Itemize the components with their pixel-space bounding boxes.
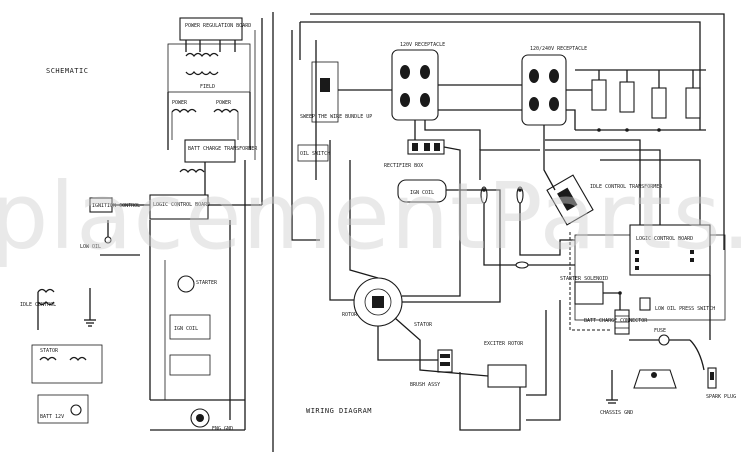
- schematic-label-low-oil: LOW OIL: [80, 244, 101, 250]
- low-oil-label: LOW OIL PRESS SWITCH: [655, 306, 715, 312]
- receptacle-a: [391, 49, 439, 121]
- starter-solenoid: [574, 281, 604, 305]
- rotor: [364, 288, 392, 316]
- output-rectifier: [487, 364, 527, 388]
- receptacle-b: [521, 54, 567, 126]
- ign-coil: [397, 179, 447, 203]
- schematic-label-batt: BATT 12V: [40, 414, 64, 420]
- fuse-label: FUSE: [654, 328, 666, 334]
- field-label: FIELD: [200, 84, 215, 90]
- stator-coil-1: [39, 356, 57, 362]
- batt-charge-label: BATT CHARGE CONNECTOR: [584, 318, 648, 324]
- rotor-label: ROTOR: [342, 312, 358, 318]
- brush-assy-label: BRUSH ASSY: [410, 382, 440, 388]
- main-switch: [311, 61, 339, 123]
- receptacle-a-label: 120V RECEPTACLE: [400, 42, 445, 48]
- breaker-1: [591, 79, 607, 111]
- stator-label: STATOR: [414, 322, 433, 328]
- idle-control-label: IDLE CONTROL TRANSFORMER: [590, 184, 663, 190]
- power-regulation-board-label: POWER REGULATION BOARD: [185, 23, 251, 29]
- stator-coil-2: [69, 356, 87, 362]
- schematic-label-ign-coil: IGN COIL: [174, 326, 198, 332]
- transformer-box: [184, 139, 236, 163]
- breaker-4: [685, 87, 701, 119]
- control-board-label: LOGIC CONTROL BOARD: [153, 202, 210, 208]
- battery-block: [37, 394, 89, 424]
- rotor-note: EXCITER ROTOR: [484, 341, 524, 347]
- breaker-2: [619, 81, 635, 113]
- schematic-label-idle: IDLE CONTROL: [20, 302, 56, 308]
- power-coil-1: [171, 108, 197, 114]
- breaker-3: [651, 87, 667, 119]
- starter-solenoid-label: STARTER SOLENOID: [560, 276, 608, 282]
- transformer-label: BATT CHARGE TRANSFORMER: [188, 146, 258, 152]
- brush-assembly: [437, 349, 453, 373]
- logic-control-board: [629, 224, 711, 276]
- ign-coil-block: [169, 314, 211, 340]
- spark-plug-label: SPARK PLUG: [706, 394, 736, 400]
- schematic-label-eng-gnd: ENG GND: [212, 426, 233, 432]
- ign-coil-label: IGN COIL: [410, 190, 434, 196]
- field-winding-block: [167, 43, 251, 93]
- starter-motor-symbol: [177, 275, 195, 293]
- power-regulation-board-box: [179, 17, 243, 41]
- watermark: placementParts.c: [0, 163, 750, 270]
- power-label-2: POWER: [216, 100, 232, 106]
- low-oil-press-switch: [639, 297, 651, 311]
- oil-switch-label: OIL SWITCH: [300, 151, 330, 157]
- stator-block: [31, 344, 103, 384]
- ignition-control-label: IGNITION CONTROL: [92, 203, 140, 209]
- receptacle-b-label: 120/240V RECEPTACLE: [530, 46, 587, 52]
- rectifier-label: RECTIFIER BOX: [384, 163, 423, 169]
- schematic-label-starter: STARTER: [196, 280, 218, 286]
- field-coil: [185, 52, 219, 58]
- chassis-ground-lug: [633, 369, 677, 389]
- idle-transformer-primary: [37, 288, 55, 294]
- fuse: [658, 334, 670, 346]
- battery-terminal-symbol: [70, 404, 82, 416]
- power-coil-2: [213, 108, 239, 114]
- schematic-title: SCHEMATIC: [46, 67, 88, 75]
- oil-switch-box: [297, 144, 329, 162]
- power-label-1: POWER: [172, 100, 188, 106]
- logic-board-label: LOGIC CONTROL BOARD: [636, 236, 693, 242]
- chassis-gnd-label: CHASSIS GND: [600, 410, 633, 416]
- control-board-box: [149, 194, 209, 220]
- note-label: SWEEP THE WIRE BUNDLE UP: [300, 114, 372, 120]
- wiring-title: WIRING DIAGRAM: [306, 407, 372, 415]
- harness-bundle-outline: [569, 232, 612, 331]
- schematic-label-stator: STATOR: [40, 348, 59, 354]
- transformer-coil: [179, 168, 205, 174]
